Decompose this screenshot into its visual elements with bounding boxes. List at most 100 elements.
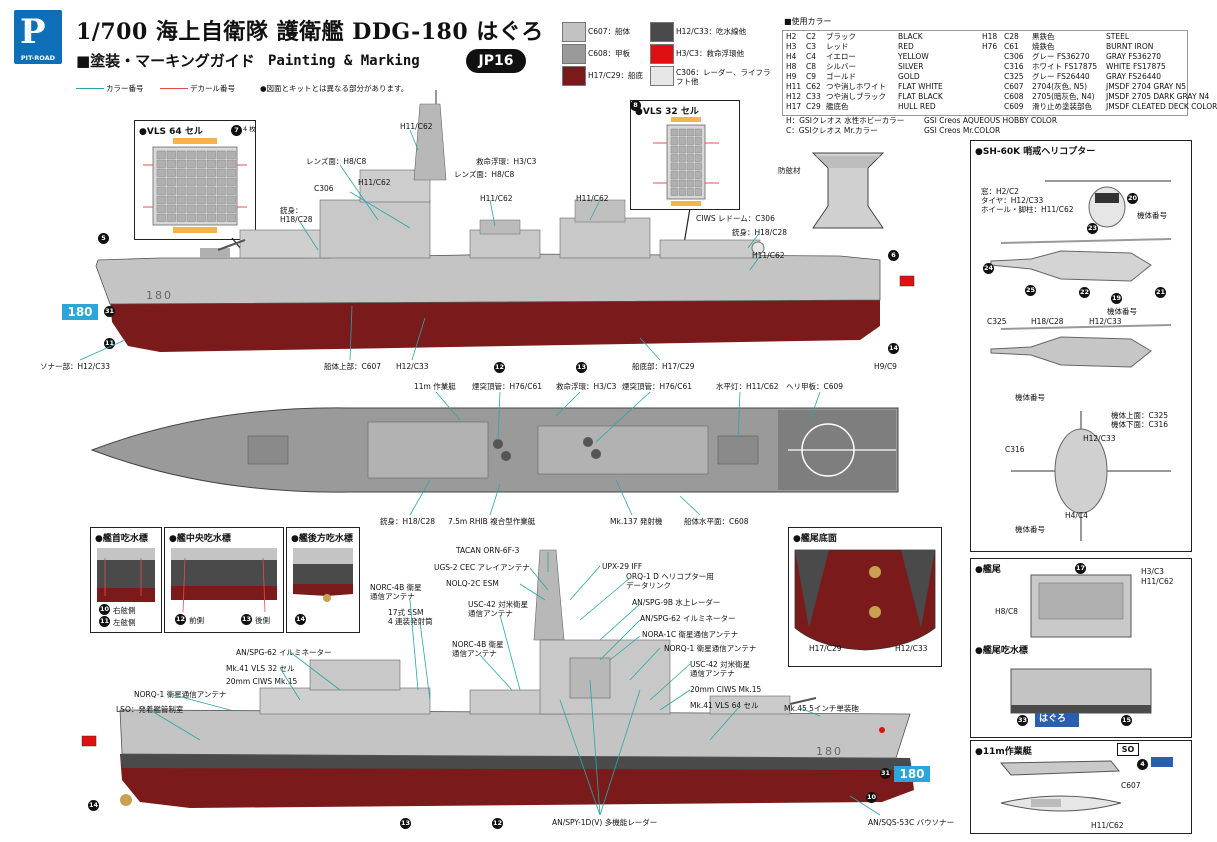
callout-c306: C306 bbox=[314, 184, 334, 193]
callout-h12: H12/C33 bbox=[396, 362, 429, 371]
vls-cell bbox=[196, 177, 206, 186]
vls32-drawing bbox=[653, 117, 719, 206]
callout-spg62a: AN/SPG-62 イルミネーター bbox=[640, 614, 736, 623]
vls-cell bbox=[694, 145, 702, 154]
vls-cell bbox=[176, 204, 186, 213]
stern-bottom-heading: ●艦尾底面 bbox=[793, 534, 837, 544]
vls-cell bbox=[216, 168, 226, 177]
color-legend-label: カラー番号 bbox=[106, 84, 144, 93]
color-table-cell: 滑り止め塗装部色 bbox=[1032, 102, 1092, 111]
vls-cell bbox=[206, 186, 216, 195]
decal-14-marker-a: 14 bbox=[888, 343, 899, 354]
decal-13-marker-b: 13 bbox=[241, 614, 252, 625]
color-table-cell: つや消しホワイト bbox=[826, 82, 886, 91]
vls64-drawing bbox=[143, 138, 247, 233]
vls32-heading: ●VLS 32 セル bbox=[635, 107, 699, 117]
heli-top-upper: 機体上面：C325 bbox=[1111, 411, 1169, 420]
color-table-cell: STEEL bbox=[1106, 32, 1129, 41]
vls-cell bbox=[678, 145, 686, 154]
bow-port-label: 左舷側 bbox=[113, 618, 136, 627]
vls-cell bbox=[694, 171, 702, 179]
vls-cell bbox=[216, 177, 226, 186]
color-table-cell: C325 bbox=[1004, 72, 1024, 81]
vls-cell bbox=[186, 204, 196, 213]
decal-20-marker: 20 bbox=[1127, 193, 1138, 204]
decal-13-marker-a: 13 bbox=[576, 362, 587, 373]
vls-cell bbox=[694, 179, 702, 188]
color-table-cell: JMSDF CLEATED DECK COLOR bbox=[1106, 102, 1217, 111]
vls-cell bbox=[226, 150, 236, 159]
decal-14-marker-c: 14 bbox=[88, 800, 99, 811]
vls-cell bbox=[156, 186, 166, 195]
vls-cell bbox=[206, 177, 216, 186]
heli-c325: C325 bbox=[987, 317, 1007, 326]
heli-window: 窓：H2/C2 bbox=[981, 187, 1019, 196]
swatch-radar-label: C306：レーダー、ライフラフト他 bbox=[676, 68, 771, 86]
note-c: C：GSIクレオス Mr.カラー bbox=[786, 126, 878, 135]
stern-draft-heading: ●艦尾吃水標 bbox=[975, 646, 1028, 656]
color-table-cell: H4 bbox=[786, 52, 797, 61]
vls-cell bbox=[226, 177, 236, 186]
callout-mk41-32: Mk.41 VLS 32 セル bbox=[226, 664, 295, 673]
vls-cell bbox=[678, 162, 686, 171]
fender-drawing bbox=[811, 152, 885, 229]
vls-cell bbox=[226, 213, 236, 222]
decal-8-marker: 8 bbox=[630, 100, 641, 111]
ship-top-view bbox=[90, 407, 899, 493]
vls-cell bbox=[670, 179, 678, 188]
stern-drawing bbox=[1010, 574, 1152, 727]
callout-sqs: AN/SQS-53C バウソナー bbox=[868, 818, 955, 827]
callout-lifebuoy: 救命浮環：H3/C3 bbox=[476, 157, 537, 166]
aft-draft-box: ●艦後方吃水標 14 bbox=[286, 527, 360, 633]
vls-cell bbox=[166, 159, 176, 168]
product-code-badge: JP16 bbox=[466, 49, 526, 73]
vls-cell bbox=[686, 171, 694, 179]
color-table-cell: つや消しブラック bbox=[826, 92, 886, 101]
callout-h11-c: H11/C62 bbox=[480, 194, 513, 203]
callout-gun-2: 銃身：H18/C28 bbox=[732, 228, 787, 237]
vls-cell bbox=[156, 177, 166, 186]
vls-cell bbox=[196, 168, 206, 177]
page-subtitle-en: Painting & Marking bbox=[268, 53, 420, 69]
color-table-cell: YELLOW bbox=[898, 52, 929, 61]
vls-cell bbox=[678, 188, 686, 196]
color-table-cell: 焼鉄色 bbox=[1032, 42, 1055, 51]
callout-deck: 船体水平面：C608 bbox=[684, 517, 749, 526]
callout-h11-a: H11/C62 bbox=[400, 122, 433, 131]
hull-number-painted: 180 bbox=[146, 289, 173, 302]
swatch-waterline-label: H12/C33：吃水線他 bbox=[676, 27, 746, 36]
vls-cell bbox=[206, 150, 216, 159]
callout-norc4b-3: NORC-4B 衛星 bbox=[452, 640, 504, 649]
vls-cell bbox=[206, 204, 216, 213]
callout-norq1: NORQ-1 衛星通信アンテナ bbox=[664, 644, 757, 653]
pit-road-logo: P PIT-ROAD bbox=[14, 10, 62, 64]
color-table-cell: H12 bbox=[786, 92, 802, 101]
vls-cell bbox=[686, 137, 694, 145]
callout-mk41-64: Mk.41 VLS 64 セル bbox=[690, 701, 759, 710]
heli-h18: H18/C28 bbox=[1031, 317, 1064, 326]
callout-mk137: Mk.137 発射機 bbox=[610, 517, 663, 526]
boat-heading: ●11m作業艇 bbox=[975, 747, 1032, 757]
bow-draft-box: ●艦首吃水標 10 右舷側 11 左舷側 bbox=[90, 527, 162, 633]
boat-drawing bbox=[999, 760, 1122, 812]
decal-12-marker-c: 12 bbox=[492, 818, 503, 829]
vls-cell bbox=[186, 150, 196, 159]
vls-cell bbox=[670, 128, 678, 137]
color-table-cell: GRAY FS36270 bbox=[1106, 52, 1162, 61]
color-table-cell: シルバー bbox=[826, 62, 856, 71]
vls-cell bbox=[186, 213, 196, 222]
heli-top-lower: 機体下面：C316 bbox=[1111, 420, 1169, 429]
boat-h11: H11/C62 bbox=[1091, 821, 1124, 830]
callout-hstab: 水平灯：H11/C62 bbox=[716, 382, 779, 391]
stern-bottom-h12: H12/C33 bbox=[895, 644, 928, 653]
color-table-cell: C3 bbox=[806, 42, 817, 51]
color-table-cell: 2705(暗灰色, N4) bbox=[1032, 92, 1095, 101]
vls-cell bbox=[670, 171, 678, 179]
color-table-cell: GOLD bbox=[898, 72, 920, 81]
vls-cell bbox=[196, 186, 206, 195]
stern-h11: H11/C62 bbox=[1141, 577, 1174, 586]
decal-10-marker-b: 10 bbox=[866, 792, 877, 803]
boat-c607: C607 bbox=[1121, 781, 1141, 790]
color-table-cell: C61 bbox=[1004, 42, 1019, 51]
vls-cell bbox=[678, 171, 686, 179]
